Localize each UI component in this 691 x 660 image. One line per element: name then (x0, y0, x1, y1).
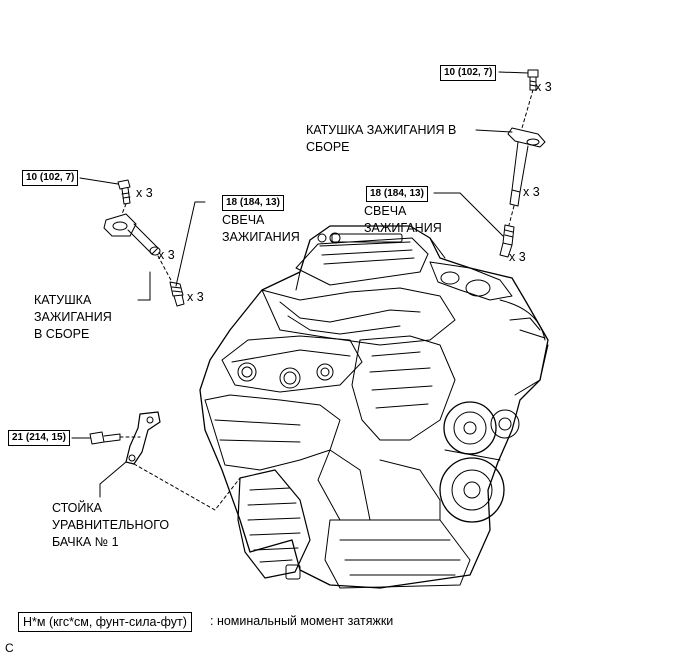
label-plug-left: СВЕЧА ЗАЖИГАНИЯ (222, 212, 300, 246)
label-line: УРАВНИТЕЛЬНОГО (52, 518, 170, 532)
label-line: ЗАЖИГАНИЯ (222, 230, 300, 244)
reservoir-stay-bracket (89, 411, 161, 465)
label-coil-right: КАТУШКА ЗАЖИГАНИЯ В СБОРЕ (306, 122, 456, 156)
label-coil-left: КАТУШКА ЗАЖИГАНИЯ В СБОРЕ (34, 292, 112, 343)
figure-reference-code: C (5, 641, 14, 655)
quantity-plug-right: x 3 (509, 250, 526, 264)
torque-box-coil-bolt-left: 10 (102, 7) (22, 170, 79, 186)
torque-box-coil-bolt-right: 10 (102, 7) (440, 65, 497, 81)
label-line: СБОРЕ (306, 140, 350, 154)
legend-unit-box: Н*м (кгс*см, фунт-сила-фут) (18, 612, 192, 632)
quantity-coil-bolt-left: x 3 (136, 186, 153, 200)
assembly-guide-lines (119, 89, 534, 511)
label-line: КАТУШКА ЗАЖИГАНИЯ В (306, 123, 457, 137)
label-line: СВЕЧА (222, 213, 265, 227)
ignition-coil-right (499, 69, 546, 258)
label-line: В СБОРЕ (34, 327, 90, 341)
torque-box-stay: 21 (214, 15) (8, 430, 70, 446)
quantity-plug-left: x 3 (187, 290, 204, 304)
torque-box-plug-left: 18 (184, 13) (222, 195, 284, 211)
label-line: КАТУШКА (34, 293, 92, 307)
quantity-coil-right: x 3 (523, 185, 540, 199)
torque-box-plug-right: 18 (184, 13) (366, 186, 428, 202)
label-line: СТОЙКА (52, 501, 103, 515)
label-line: СВЕЧА (364, 204, 407, 218)
ignition-coil-left (103, 179, 185, 307)
label-plug-right: СВЕЧА ЗАЖИГАНИЯ (364, 203, 442, 237)
quantity-coil-left: x 3 (158, 248, 175, 262)
label-line: БАЧКА № 1 (52, 535, 119, 549)
label-line: ЗАЖИГАНИЯ (364, 221, 442, 235)
leader-lines (71, 71, 529, 498)
engine-block (199, 225, 549, 589)
label-line: ЗАЖИГАНИЯ (34, 310, 112, 324)
label-reservoir-stay: СТОЙКА УРАВНИТЕЛЬНОГО БАЧКА № 1 (52, 500, 169, 551)
legend-description: : номинальный момент затяжки (210, 614, 394, 628)
quantity-coil-bolt-right: x 3 (535, 80, 552, 94)
